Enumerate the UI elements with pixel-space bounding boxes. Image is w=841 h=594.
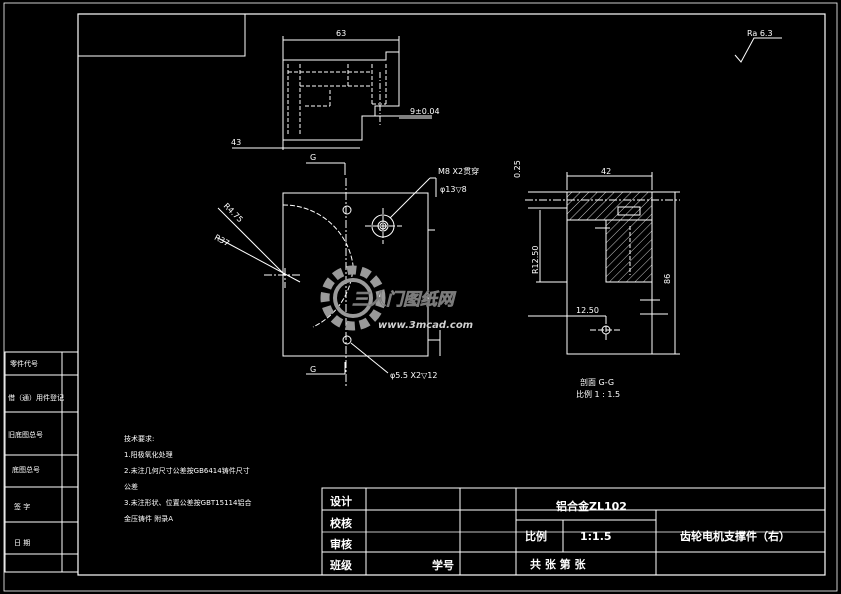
- hole-callout: φ5.5 X2▽12: [390, 371, 437, 380]
- tb-scale-label: 比例: [525, 529, 547, 543]
- dim-section-r1250: R12.50: [531, 246, 540, 274]
- tb-part-name: 齿轮电机支撑件（右）: [680, 529, 790, 543]
- strip-label-part-code: 零件代号: [10, 359, 38, 368]
- tb-check-label: 校核: [330, 516, 352, 530]
- tech-req-line1: 1.阳极氧化处理: [124, 450, 173, 459]
- section-label-scale: 比例 1 : 1.5: [576, 389, 620, 399]
- section-view: [525, 172, 680, 355]
- tech-req-title: 技术要求:: [124, 434, 154, 443]
- roughness-label: Ra 6.3: [747, 29, 773, 38]
- dim-section-width: 42: [601, 167, 611, 176]
- watermark-brand: 三人门图纸网: [352, 290, 457, 310]
- section-label-title: 剖面 G-G: [580, 377, 614, 387]
- title-block: [321, 487, 826, 576]
- dim-section-025: 0.25: [513, 160, 522, 178]
- left-strip: [4, 351, 79, 573]
- strip-label-borrowed: 借（通）用件登记: [8, 393, 64, 402]
- dim-section-1250: 12.50: [576, 306, 599, 315]
- section-mark-g-bottom: G: [310, 365, 316, 374]
- dim-section-height: 86: [663, 274, 672, 284]
- front-view: [217, 162, 441, 388]
- dim-top-left: 43: [231, 138, 241, 147]
- tb-review-label: 审核: [330, 537, 352, 551]
- section-mark-g-top: G: [310, 153, 316, 162]
- tb-design-label: 设计: [330, 494, 352, 508]
- tb-class-label: 班级: [330, 558, 353, 572]
- tb-sheets: 共 张 第 张: [530, 557, 586, 571]
- thread-callout: M8 X2贯穿: [438, 166, 479, 176]
- tb-material: 铝合金ZL102: [556, 499, 627, 513]
- tech-req-line2: 2.未注几何尺寸公差按GB6414铸件尺寸: [124, 466, 250, 475]
- tb-scale-value: 1:1.5: [580, 530, 612, 543]
- top-view: [232, 36, 432, 150]
- tech-req-line3: 公差: [124, 482, 138, 491]
- strip-label-signature: 签 字: [14, 502, 30, 511]
- tech-req-line5: 金压铸件 附录A: [124, 514, 173, 523]
- roughness-symbol: [734, 37, 782, 63]
- strip-label-drawing-no: 底图总号: [12, 465, 40, 474]
- watermark-logo: [320, 265, 386, 331]
- dim-top-tolerance: 9±0.04: [410, 107, 440, 116]
- strip-label-date: 日 期: [14, 539, 30, 547]
- tech-req-line4: 3.未注形状、位置公差按GBT15114铝合: [124, 498, 251, 507]
- counterbore-callout: φ13▽8: [440, 185, 467, 194]
- tb-student-no-label: 学号: [432, 558, 454, 572]
- dim-top-width: 63: [336, 29, 346, 38]
- strip-label-old-drawing: 旧底图总号: [8, 430, 43, 439]
- watermark-url: www.3mcad.com: [378, 320, 473, 331]
